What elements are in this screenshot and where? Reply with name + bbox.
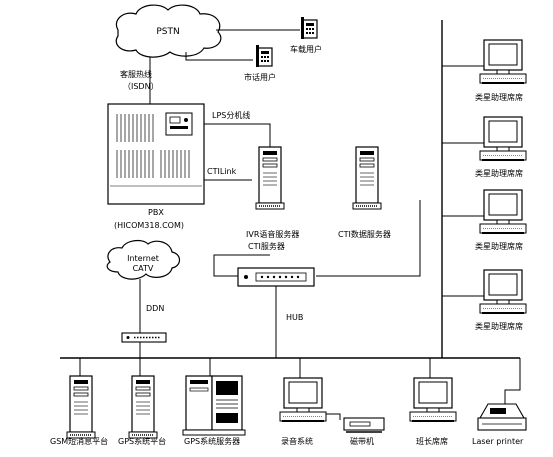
ivr-label-1: IVR语音服务器 (246, 229, 299, 239)
pstn-label: PSTN (156, 27, 179, 37)
local-phone-icon (255, 44, 273, 68)
link-lps (204, 123, 271, 147)
agent-seat-2-label: 类星助理席席 (475, 168, 523, 178)
internet-cloud-icon (106, 239, 181, 280)
agent-seat-4-label: 类星助理席席 (475, 321, 523, 331)
gps-server-rack-icon (182, 375, 246, 436)
link-printer (504, 358, 521, 404)
link-pstn-phone (185, 52, 253, 61)
agent-seat-4-icon (479, 269, 527, 314)
pstn-cloud-icon (115, 4, 222, 58)
pbx-model-label: (HICOM318.COM) (114, 221, 184, 230)
trunk-line-label: 客服热线 (120, 69, 152, 79)
agent-seat-3-label: 类星助理席席 (475, 241, 523, 251)
trunk-type-label: （ISDN） (123, 82, 159, 91)
pbx-label: PBX (148, 208, 164, 217)
gps-platform-label: GPS系统平台 (118, 436, 166, 446)
pbx-cabinet-icon (107, 103, 205, 205)
link-recording-tape (326, 413, 341, 420)
recording-label: 录音系统 (281, 436, 313, 446)
agent-seat-2-icon (479, 116, 527, 161)
catv-label: CATV (133, 264, 154, 273)
car-user-label: 车载用户 (290, 44, 322, 54)
recording-system-icon (279, 377, 327, 422)
tape-drive-icon (343, 417, 385, 433)
gsm-platform-label: GSM短消息平台 (50, 436, 108, 446)
ivr-label-2: CTI服务器 (248, 241, 285, 251)
car-phone-icon (300, 16, 318, 40)
link-cti-data-hub (316, 200, 421, 277)
laser-printer-label: Laser printer (472, 437, 524, 446)
hub-label: HUB (286, 313, 303, 322)
tape-drive-label: 磁带机 (350, 436, 374, 446)
lps-line-label: LPS分机线 (212, 110, 250, 120)
gps-platform-icon (128, 375, 158, 439)
ddn-label: DDN (146, 304, 164, 313)
gps-server-label: GPS系统服务器 (184, 436, 240, 446)
cti-link-label: CTILink (207, 167, 237, 176)
ddn-router-icon (121, 332, 167, 343)
internet-label: Internet (127, 254, 159, 263)
supervisor-seat-icon (409, 377, 457, 422)
cti-data-server-label: CTI数据服务器 (338, 229, 391, 239)
hub-icon (237, 267, 315, 287)
gsm-platform-icon (66, 375, 96, 439)
agent-seat-1-label: 类星助理席席 (475, 92, 523, 102)
laser-printer-icon (477, 403, 527, 431)
agent-seat-3-icon (479, 189, 527, 234)
local-user-label: 市话用户 (244, 72, 276, 82)
link-ivr-hub (213, 254, 270, 277)
ivr-server-icon (255, 146, 285, 210)
agent-seat-1-icon (479, 39, 527, 84)
supervisor-label: 班长席席 (416, 436, 448, 446)
cti-data-server-icon (352, 146, 382, 210)
